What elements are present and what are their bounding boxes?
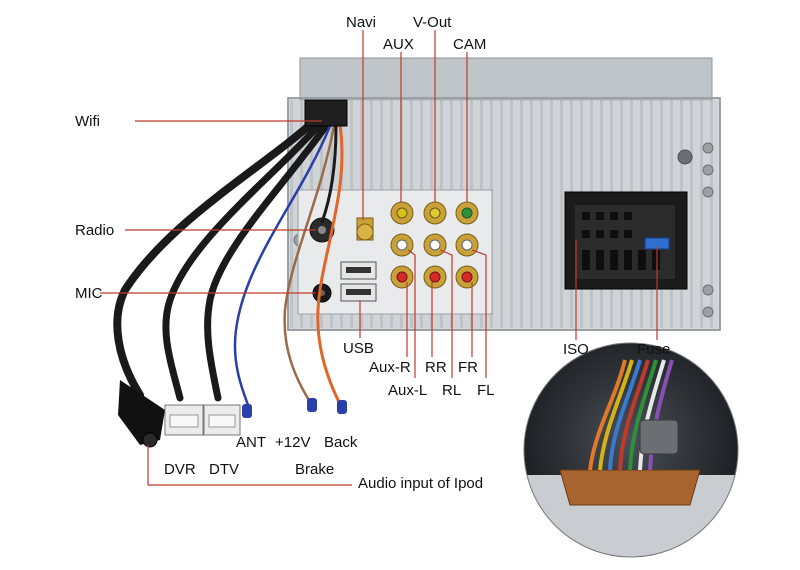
- label-iso: ISO: [563, 341, 589, 358]
- label-navi: Navi: [346, 14, 377, 31]
- rca-jack-rl: [423, 233, 447, 257]
- label-wifi: Wifi: [75, 113, 100, 130]
- label-back: Back: [324, 434, 358, 451]
- label-mic: MIC: [75, 285, 103, 302]
- label-brake: Brake: [295, 461, 335, 478]
- label-rl: RL: [442, 382, 462, 399]
- cable-bundle: [113, 114, 344, 412]
- callout-lines: [100, 30, 658, 486]
- label-aux-l: Aux-L: [388, 382, 428, 399]
- dvr-plug: [164, 404, 204, 436]
- label-audio-input-ipod: Audio input of Ipod: [358, 475, 484, 492]
- label-aux-r: Aux-R: [369, 359, 411, 376]
- label-dvr: DVR: [164, 461, 196, 478]
- rca-jack-aux-r: [390, 265, 414, 289]
- ant-terminal: [242, 404, 252, 418]
- label-rr: RR: [425, 359, 447, 376]
- audio-ipod-callout-line: [147, 445, 352, 486]
- dtv-plug: [203, 404, 241, 436]
- label-cam: CAM: [453, 36, 487, 53]
- label-dtv: DTV: [209, 461, 239, 478]
- rca-jack-rr: [423, 265, 447, 289]
- rca-jack-aux: [390, 201, 414, 225]
- plus12v-terminal: [307, 398, 317, 412]
- ipod-audio-plug: [118, 380, 165, 448]
- aux-l-callout-line: [407, 249, 416, 378]
- label-ant: ANT: [236, 434, 266, 451]
- label-radio: Radio: [75, 222, 115, 239]
- label-plus12v: +12V: [275, 434, 311, 451]
- harness-plug: [304, 99, 348, 127]
- rca-jack-cam: [455, 201, 479, 225]
- label-fuse: Fuse: [637, 341, 671, 358]
- label-usb: USB: [343, 340, 374, 357]
- rca-jack-fl: [455, 233, 479, 257]
- rl-callout-line: [439, 249, 453, 378]
- rca-jack-fr: [455, 265, 479, 289]
- fuse-inset-photo: [523, 342, 739, 558]
- label-fr: FR: [458, 359, 478, 376]
- label-aux: AUX: [383, 36, 414, 53]
- fl-callout-line: [471, 249, 487, 378]
- rca-jack-v-out: [423, 201, 447, 225]
- iso-connector: [564, 191, 688, 290]
- navi-antenna-connector: [356, 217, 374, 241]
- label-v-out: V-Out: [413, 14, 452, 31]
- rca-jack-aux-l: [390, 233, 414, 257]
- back-terminal: [337, 400, 347, 414]
- label-fl: FL: [477, 382, 495, 399]
- usb-ports: [340, 261, 377, 302]
